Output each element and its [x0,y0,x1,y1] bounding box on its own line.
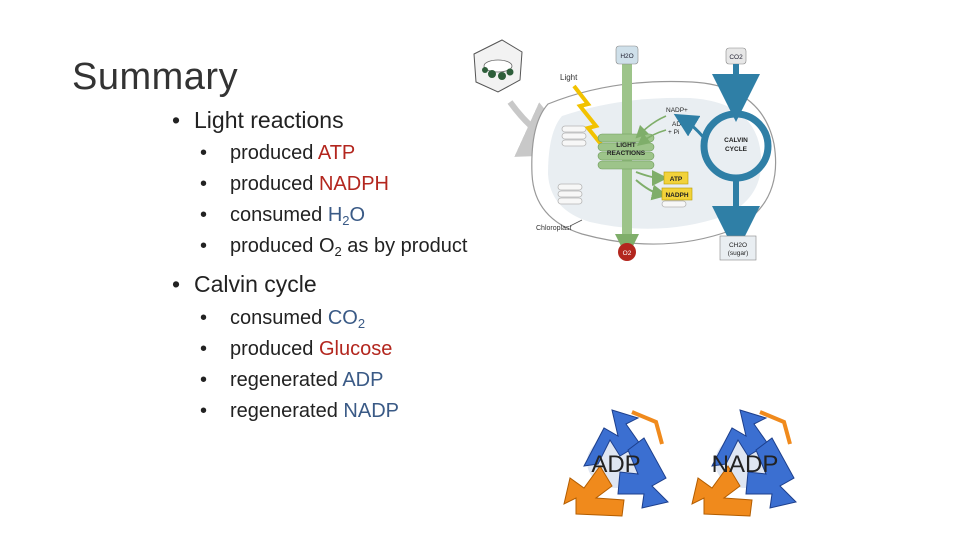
co2-box: CO2 [725,47,747,65]
heading-light-reactions: Light reactions [194,107,344,133]
item-subscript: 2 [342,212,350,228]
recycle-label-nadp: NADP [712,451,779,478]
list-item: • produced ATP [198,142,355,165]
bullet-dot: • [200,204,208,226]
heading-calvin-cycle: Calvin cycle [194,271,317,297]
list-item: • produced Glucose [198,338,392,361]
slide-title: Summary [72,56,239,98]
item-highlight: Glucose [318,338,393,360]
item-highlight: NADPH [318,173,389,195]
list-item: • regenerated ADP [198,369,383,392]
list-item: • produced O2 as by product [198,235,467,258]
recycle-icon: NADP [691,409,797,517]
item-text: regenerated [230,400,344,422]
label-o2: O2 [623,250,632,257]
label-light-reactions-1: LIGHT [616,142,636,149]
plant-cell-icon [473,39,523,93]
label-ch2o: CH2O [729,242,747,249]
item-text: produced [230,173,319,195]
item-text: produced [230,338,319,360]
bullet-dot: • [200,142,208,164]
item-text: consumed [230,307,328,329]
label-nadp-plus: NADP+ [666,107,688,114]
label-h2o: H2O [620,53,633,60]
item-text-post: as by product [341,235,468,257]
label-pi: + Pi [668,129,679,136]
item-highlight: CO2 [327,307,366,331]
item-highlight: H2O [327,204,366,228]
recycle-icon: ADP [563,409,669,517]
item-text: produced O [230,235,335,257]
label-nadph: NADPH [665,192,688,199]
item-highlight-post: O [349,204,366,226]
item-highlight-base: H [327,204,343,226]
item-text: consumed [230,204,328,226]
bullet-dot: • [172,271,181,297]
list-item: • regenerated NADP [198,400,399,423]
recycle-label-adp: ADP [591,451,640,478]
item-highlight-base: CO [327,307,358,329]
label-sugar: (sugar) [728,250,749,257]
bullet-dot: • [172,107,181,133]
label-light-reactions-2: REACTIONS [607,150,646,157]
bullet-dot: • [200,235,208,257]
bullet-calvin-cycle: • Calvin cycle [172,271,317,298]
item-highlight: ATP [317,142,356,164]
bullet-dot: • [200,338,208,360]
item-highlight: NADP [343,400,399,422]
item-highlight: ADP [342,369,384,391]
atp-badge: ATP [663,171,689,185]
item-subscript: 2 [357,315,366,331]
list-item: • consumed CO2 [198,307,365,330]
sugar-box: CH2O (sugar) [719,235,757,261]
photosynthesis-diagram: Light H2O LIGHT REACTIONS ATP NADPH NADP… [473,39,777,261]
label-co2: CO2 [729,54,743,61]
label-adp: ADP [672,121,685,128]
bullet-dot: • [200,369,208,391]
bullet-dot: • [200,307,208,329]
list-item: • produced NADPH [198,173,389,196]
bullet-dot: • [200,173,208,195]
label-calvin-1: CALVIN [724,137,748,144]
label-atp: ATP [670,176,683,183]
o2-badge: O2 [618,243,636,261]
item-text: produced [230,142,318,164]
list-item: • consumed H2O [198,204,365,227]
bullet-light-reactions: • Light reactions [172,107,344,134]
label-chloroplast: Chloroplast [536,225,571,232]
bullet-dot: • [200,400,208,422]
label-calvin-2: CYCLE [725,146,748,153]
light-reactions-stack: LIGHT REACTIONS [597,133,655,170]
item-subscript: 2 [334,243,342,259]
item-text: regenerated [230,369,343,391]
label-light: Light [560,73,578,82]
nadph-badge: NADPH [661,187,693,201]
h2o-box: H2O [615,45,639,65]
light-bolt-icon [572,84,606,150]
